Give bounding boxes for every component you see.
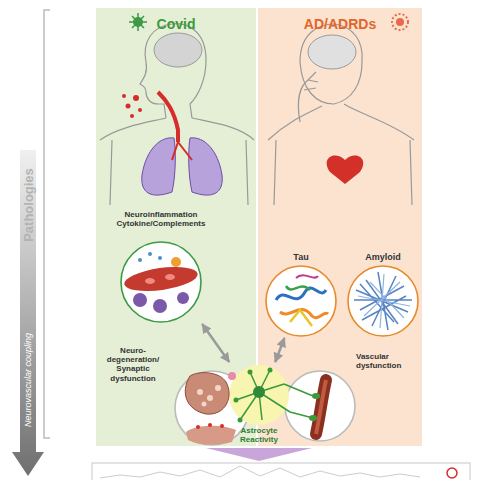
node-label: Astrocyte Reactivity bbox=[229, 426, 289, 444]
pathology-bracket bbox=[44, 10, 50, 438]
node-label: Tau bbox=[262, 252, 340, 262]
axis-label: Neurovascular coupling bbox=[23, 333, 33, 427]
merge-arrow bbox=[206, 448, 312, 461]
astrocyte-circle: Astrocyte Reactivity bbox=[222, 362, 296, 446]
cropped-panel bbox=[92, 463, 470, 480]
node-label: Amyloid bbox=[344, 252, 422, 262]
pathology-circle: Tau bbox=[262, 252, 340, 338]
node-circle bbox=[121, 242, 201, 322]
cropped-chart bbox=[100, 466, 420, 478]
node-circle bbox=[229, 365, 289, 425]
panel-heading: Covid bbox=[96, 16, 256, 32]
cropped-marker bbox=[447, 468, 457, 478]
node-circle bbox=[348, 266, 418, 336]
flow-arrow bbox=[12, 150, 44, 476]
node-outline bbox=[344, 252, 422, 338]
pathology-circle: Amyloid bbox=[344, 252, 422, 338]
pathology-circle: Neuroinflammation Cytokine/Complements bbox=[106, 208, 216, 324]
node-label: Neuro-degeneration/ Synaptic dysfunction bbox=[100, 346, 166, 383]
node-outline bbox=[262, 252, 340, 338]
panel-heading: AD/ADRDs bbox=[258, 16, 422, 32]
node-label: Vascular dysfunction bbox=[356, 352, 416, 370]
node-circle bbox=[266, 266, 336, 336]
covid-panel: CovidNeuroinflammation Cytokine/Compleme… bbox=[96, 8, 256, 446]
node-outline bbox=[284, 338, 420, 446]
node-circle bbox=[285, 371, 355, 441]
vessel-circle: Vascular dysfunction bbox=[284, 338, 420, 446]
node-label: Neuroinflammation Cytokine/Complements bbox=[106, 210, 216, 228]
axis-label: Pathologies bbox=[21, 168, 36, 242]
